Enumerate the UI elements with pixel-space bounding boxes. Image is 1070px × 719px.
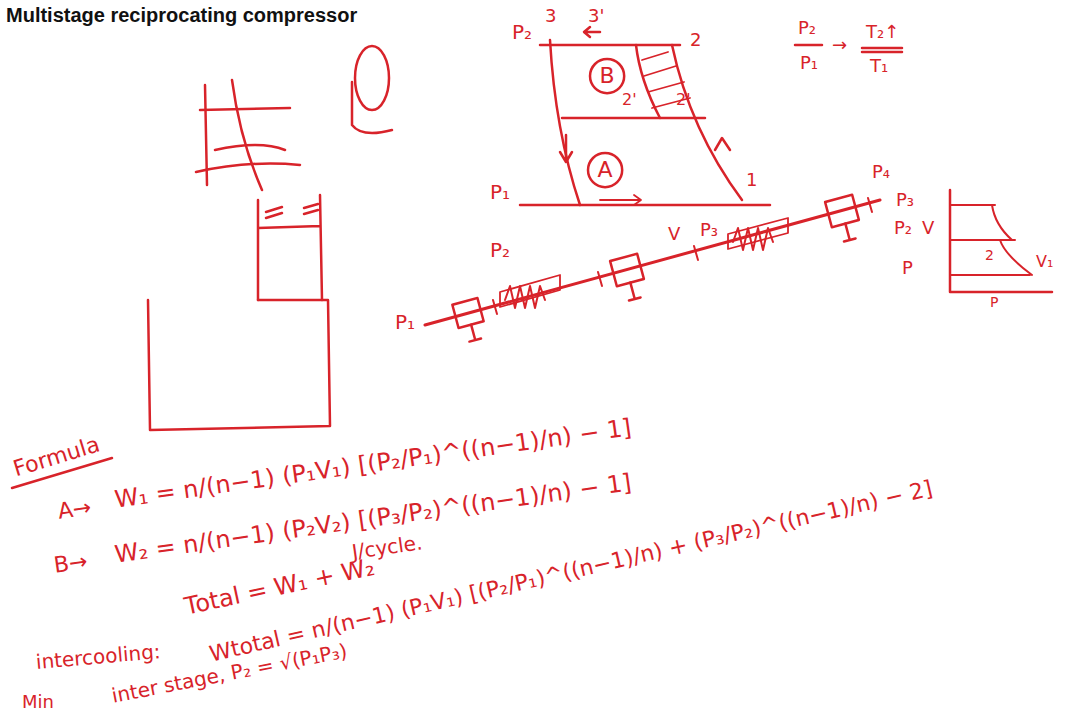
sketch-curve [215, 145, 285, 150]
hatch [642, 52, 690, 108]
fraction-bar [795, 44, 822, 47]
pressure-label: P₄ [872, 162, 890, 182]
sketch-line [200, 108, 290, 110]
piston-rod [465, 323, 481, 342]
expansion-curve [550, 40, 580, 205]
compressor-stage [452, 298, 483, 328]
pressure-label: P₂ [490, 239, 510, 261]
cylinder-sketch [352, 82, 392, 133]
cylinder-sketch [355, 46, 389, 110]
arrow [600, 195, 641, 205]
arrow [584, 27, 600, 37]
tick [493, 198, 872, 314]
intercooler [728, 218, 788, 249]
state-number: 3' [588, 6, 604, 26]
state-number: 2 [985, 248, 994, 263]
intercooler [500, 275, 560, 307]
tank-sketch [148, 300, 330, 430]
stage-tag: A→ [56, 495, 93, 524]
pressure-line [520, 204, 770, 207]
pressure-label: P₃ [896, 190, 914, 210]
fin-sketch [266, 204, 318, 218]
region-letter: A [586, 158, 624, 182]
arrow [560, 135, 572, 162]
temperature-label: T₁ [870, 56, 888, 76]
pressure-label: P₂ [798, 18, 816, 38]
pressure-line [540, 44, 680, 47]
sketch-curve [232, 80, 262, 190]
volume-label: V [922, 218, 934, 238]
pressure-line [562, 117, 705, 120]
axes [950, 190, 1052, 292]
pressure-label: P₂ [512, 21, 532, 43]
note: intercooling: [35, 640, 161, 673]
temperature-label: T₂↑ [866, 22, 899, 42]
cylinder-sketch [258, 195, 322, 300]
state-number: 2' [622, 91, 637, 109]
region-letter: B [588, 64, 626, 88]
pressure-label: P₁ [800, 53, 818, 73]
piston-rod [625, 281, 641, 301]
pressure-label: P₂ [894, 218, 912, 238]
pressure-label: P₁ [395, 311, 415, 333]
note: Min [22, 692, 54, 712]
stage-tag: B→ [52, 549, 89, 578]
compressor-stage [825, 195, 859, 227]
underline [862, 48, 902, 52]
state-number: 2' [676, 91, 691, 109]
sketch-curve [196, 164, 300, 172]
pipe-line [425, 200, 880, 325]
volume-label: V [668, 224, 680, 244]
arrow [715, 138, 730, 150]
piston-rod [840, 222, 856, 242]
state-number: 1 [746, 170, 757, 190]
pressure-label: P₃ [700, 220, 718, 240]
compression-curve [992, 205, 1032, 275]
state-number: 3 [545, 6, 556, 26]
circled-letter: A [586, 151, 624, 189]
circled-letter: B [588, 57, 626, 95]
arrow-symbol: → [832, 35, 847, 55]
pressure-label: P [902, 258, 913, 278]
compression-curve [672, 45, 742, 200]
volume-label: V₁ [1036, 253, 1053, 271]
compressor-stage [610, 254, 644, 286]
pressure-label: P [990, 295, 998, 310]
state-number: 2 [690, 30, 701, 50]
pressure-label: P₁ [490, 181, 510, 203]
slide-title: Multistage reciprocating compressor [6, 4, 357, 27]
